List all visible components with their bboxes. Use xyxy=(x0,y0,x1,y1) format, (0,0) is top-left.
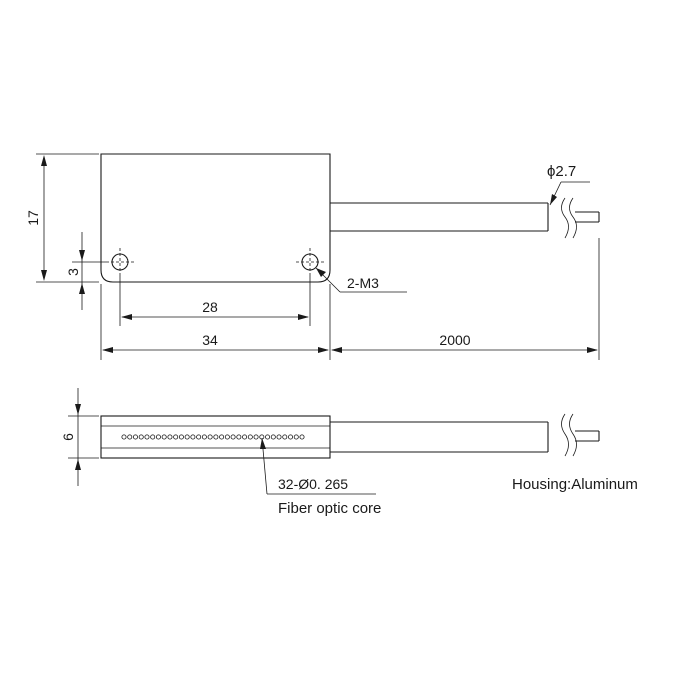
fiber-core xyxy=(288,434,294,440)
fiber-core xyxy=(127,434,133,440)
dim-cable-length-label: 2000 xyxy=(439,332,470,348)
fiber-core xyxy=(230,434,236,440)
fiber-core xyxy=(299,434,305,440)
dim-width-label: 34 xyxy=(202,332,218,348)
fiber-core xyxy=(138,434,144,440)
fiber-core xyxy=(132,434,138,440)
fiber-core xyxy=(150,434,156,440)
mount-holes-label: 2-M3 xyxy=(347,275,379,291)
fiber-core xyxy=(276,434,282,440)
mount-holes-callout: 2-M3 xyxy=(315,267,407,293)
dim-height-label: 17 xyxy=(25,210,41,226)
dim-thickness-label: 6 xyxy=(60,433,76,441)
fiber-core xyxy=(144,434,150,440)
fiber-core xyxy=(265,434,271,440)
fiber-core xyxy=(219,434,225,440)
fiber-core xyxy=(196,434,202,440)
housing-material-label: Housing:Aluminum xyxy=(512,476,638,493)
dim-hole-spacing-label: 28 xyxy=(202,299,218,315)
fiber-caption: Fiber optic core xyxy=(278,500,381,517)
dim-hole-offset: 3 xyxy=(65,232,106,310)
fiber-spec-label: 32-Ø0. 265 xyxy=(278,476,348,492)
mount-hole-left xyxy=(106,248,134,276)
dim-hole-spacing: 28 xyxy=(119,276,311,326)
fiber-spec-callout: 32-Ø0. 265 Fiber optic core xyxy=(260,437,381,517)
cable-diameter-label: ϕ2.7 xyxy=(547,163,576,180)
mount-hole-right xyxy=(296,248,324,276)
fiber-core xyxy=(224,434,230,440)
fiber-core xyxy=(213,434,219,440)
fiber-core xyxy=(167,434,173,440)
side-housing xyxy=(100,415,331,459)
fiber-core xyxy=(178,434,184,440)
fiber-core xyxy=(121,434,127,440)
fiber-core xyxy=(242,434,248,440)
dim-cable-length: 2000 xyxy=(331,238,600,360)
fiber-core xyxy=(184,434,190,440)
fiber-core xyxy=(173,434,179,440)
cable-diameter-callout: ϕ2.7 xyxy=(547,163,590,206)
dim-thickness: 6 xyxy=(60,388,99,486)
cable-top xyxy=(330,197,600,239)
dim-height: 17 xyxy=(25,153,99,283)
dim-width: 34 xyxy=(100,284,331,360)
fiber-core xyxy=(270,434,276,440)
cable-side xyxy=(330,413,600,457)
fiber-core xyxy=(253,434,259,440)
fiber-core-row xyxy=(121,434,305,440)
fiber-core xyxy=(207,434,213,440)
housing-outline xyxy=(100,153,331,283)
fiber-core xyxy=(293,434,299,440)
fiber-core xyxy=(236,434,242,440)
dim-hole-offset-label: 3 xyxy=(65,268,81,276)
side-view: 6 32-Ø0. 265 Fiber optic core Housing:Al… xyxy=(60,388,638,517)
fiber-core xyxy=(190,434,196,440)
fiber-core xyxy=(282,434,288,440)
top-view: 2-M3 ϕ2.7 17 3 xyxy=(25,153,600,360)
fiber-core xyxy=(201,434,207,440)
fiber-core xyxy=(247,434,253,440)
fiber-core xyxy=(161,434,167,440)
fiber-core xyxy=(155,434,161,440)
